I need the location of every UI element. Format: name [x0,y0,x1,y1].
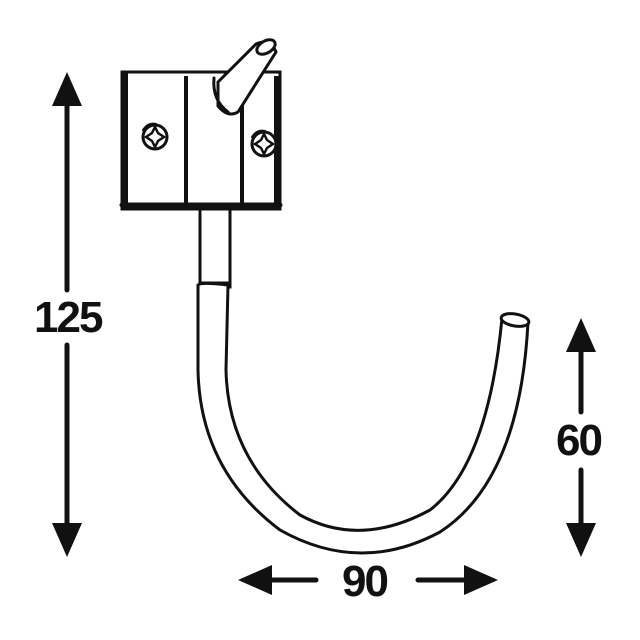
dimension-arrow-height-total [52,72,82,557]
label-hook-width: 90 [342,557,387,606]
dimension-arrow-hook-width [238,565,498,595]
dimension-arrow-hook-depth [566,318,596,557]
pivot-pin [212,38,278,116]
label-hook-depth: 60 [556,416,601,465]
screw-left-icon [141,122,169,151]
hook-stem [198,207,232,289]
j-hook-body [196,282,531,555]
label-height-total: 125 [34,293,103,342]
screw-right-icon [250,129,278,158]
